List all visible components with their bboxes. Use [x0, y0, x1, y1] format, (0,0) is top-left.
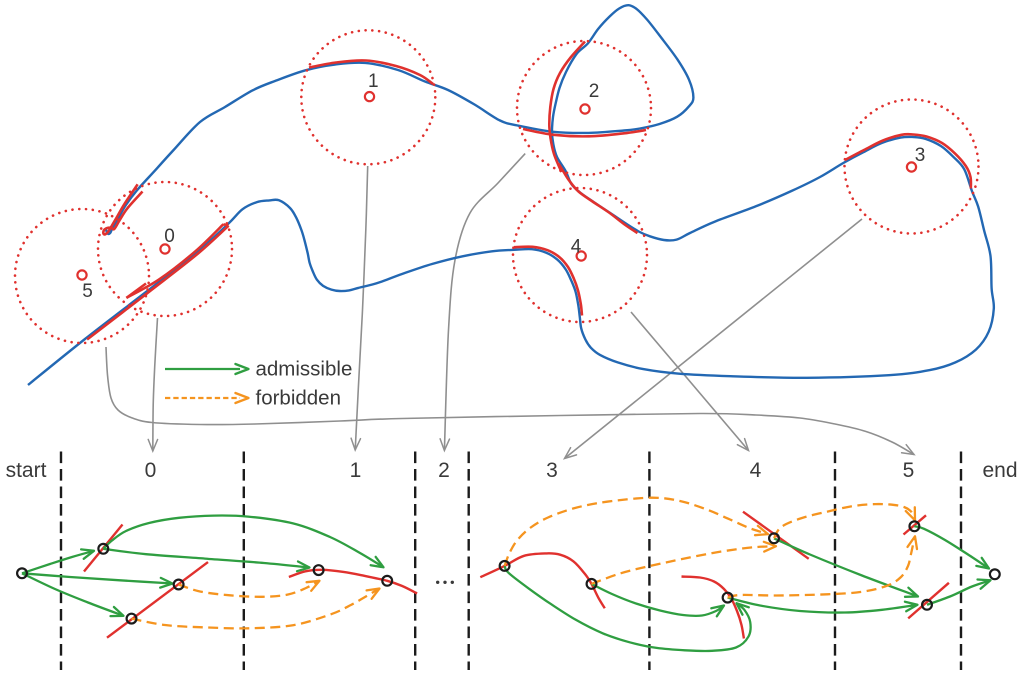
svg-text:end: end	[982, 459, 1017, 482]
svg-text:5: 5	[903, 459, 915, 482]
svg-text:0: 0	[164, 226, 175, 247]
svg-text:admissible: admissible	[256, 358, 353, 381]
svg-text:2: 2	[589, 81, 600, 102]
svg-text:1: 1	[368, 71, 379, 92]
svg-text:5: 5	[82, 281, 93, 302]
svg-text:2: 2	[438, 459, 450, 482]
svg-text:0: 0	[145, 459, 157, 482]
svg-text:forbidden: forbidden	[256, 387, 341, 410]
svg-text:3: 3	[546, 459, 558, 482]
svg-text:start: start	[6, 459, 47, 482]
svg-text:1: 1	[350, 459, 362, 482]
svg-text:4: 4	[750, 459, 762, 482]
svg-text:3: 3	[915, 145, 926, 166]
svg-text:4: 4	[571, 237, 582, 258]
